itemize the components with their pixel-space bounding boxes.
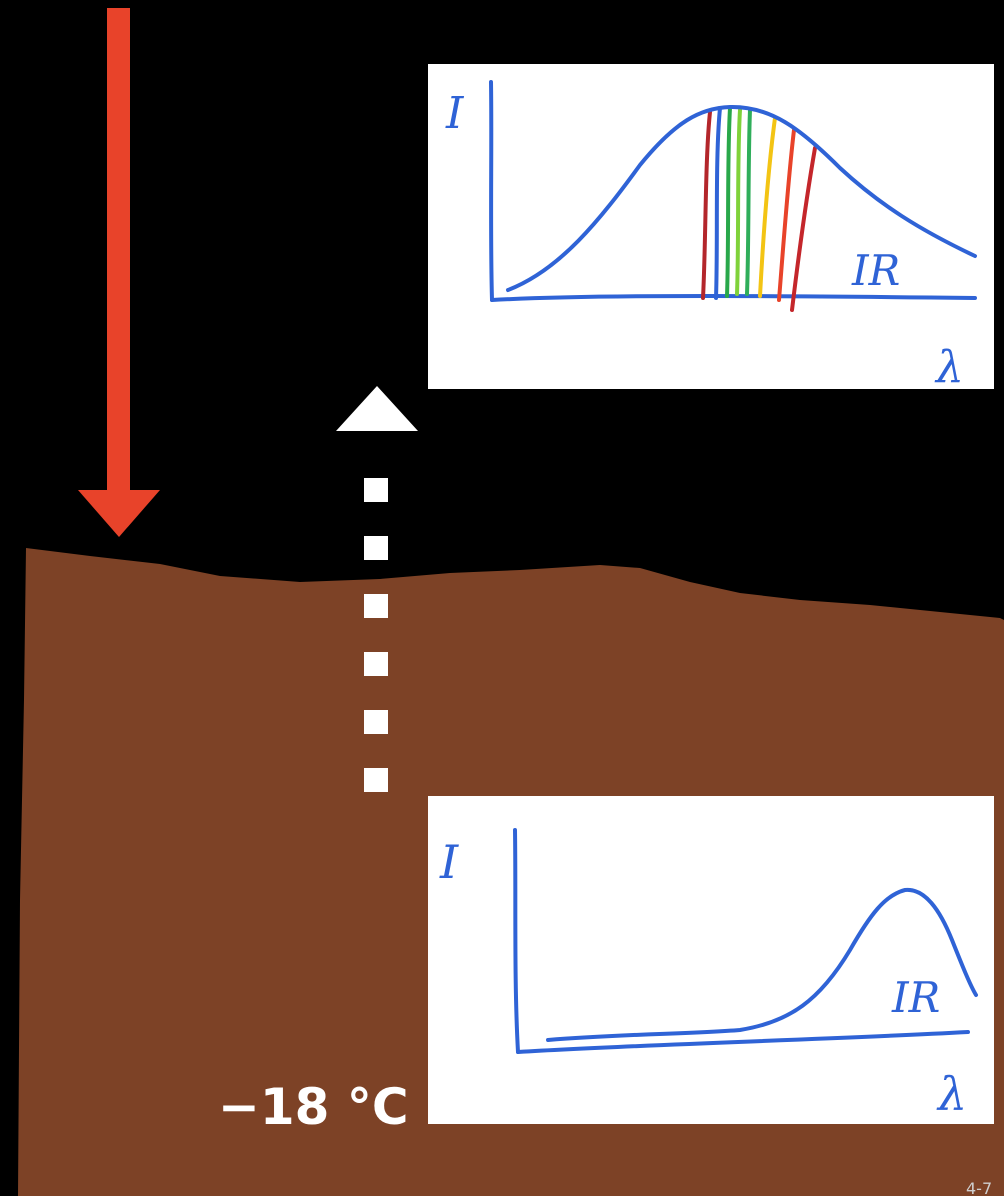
top-graph-y-label: I bbox=[445, 88, 465, 139]
bottom-graph-y-label: I bbox=[439, 835, 459, 889]
visible-light-band bbox=[701, 106, 817, 312]
top-spectrum-curve bbox=[506, 104, 977, 292]
bottom-graph-ir-label: IR bbox=[891, 973, 940, 1022]
bottom-spectrum-curve bbox=[546, 887, 978, 1042]
surface-temperature-label: −18 °C bbox=[218, 1078, 409, 1136]
top-graph-ir-label: IR bbox=[851, 246, 900, 295]
down-arrow-icon bbox=[78, 8, 160, 537]
slide-number: 4-7 bbox=[966, 1179, 992, 1196]
bottom-graph-paper bbox=[428, 796, 994, 1124]
dashed-up-arrow-icon bbox=[336, 386, 418, 792]
top-graph-y-axis bbox=[489, 80, 494, 302]
top-graph-x-axis bbox=[490, 294, 977, 302]
top-graph-x-label: λ bbox=[934, 342, 964, 393]
bottom-graph-y-axis bbox=[513, 828, 520, 1054]
top-spectrum-graph: I IR λ bbox=[428, 64, 994, 393]
bottom-graph-x-label: λ bbox=[936, 1067, 967, 1121]
bottom-graph-x-axis bbox=[516, 1030, 970, 1054]
bottom-spectrum-graph: I IR λ bbox=[428, 796, 994, 1124]
